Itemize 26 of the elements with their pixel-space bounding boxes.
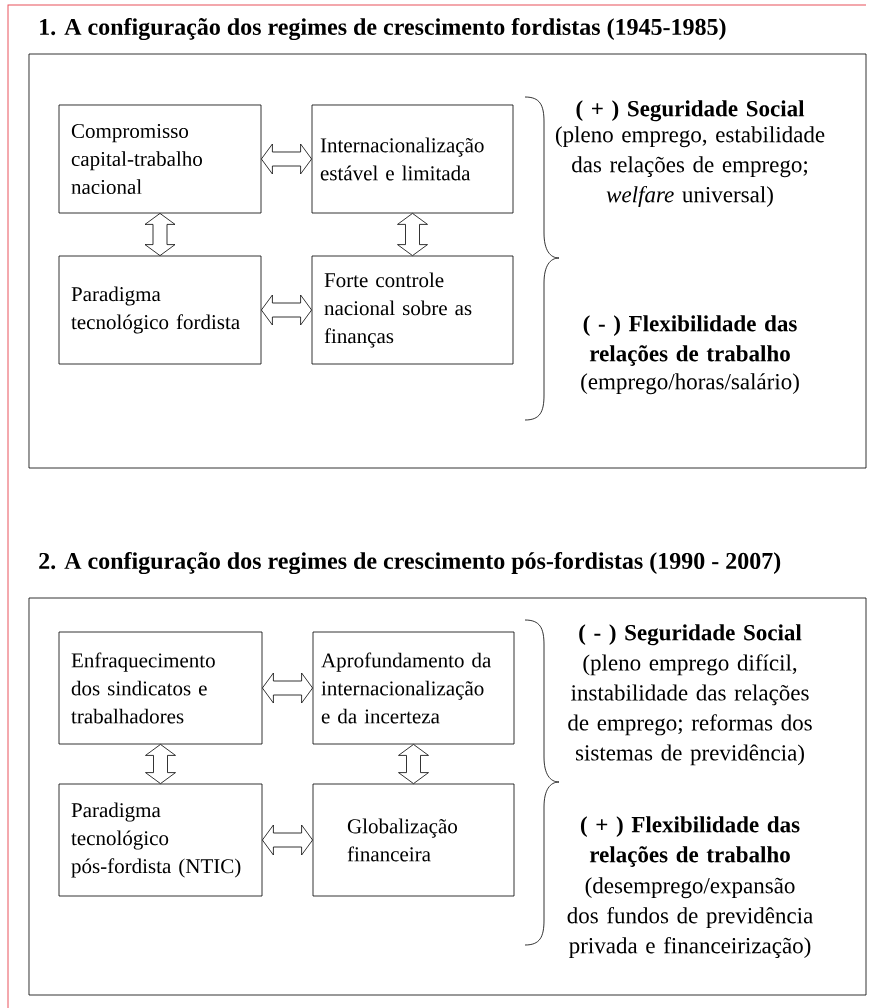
double-arrow — [261, 294, 312, 326]
panel-heading: 2. A configuração dos regimes de crescimento pós-fordistas (1990 - 2007) — [39, 551, 781, 575]
note-text: (emprego/horas/salário) — [581, 373, 799, 395]
text-box: Enfraquecimento dos sindicatos e trabalhadores — [58, 631, 263, 745]
section-heading: ( + ) Flexibilidade das relações de trabalho — [580, 816, 800, 867]
text-box: Forte controle nacional sobre as finanças — [311, 255, 514, 365]
double-arrow — [145, 744, 176, 784]
text-box: Globalização financeira — [312, 783, 515, 897]
text-box: Paradigma tecnológico pós-fordista (NTIC) — [58, 783, 263, 897]
section-heading: ( + ) Seguridade Social — [576, 100, 805, 122]
text-box: Aprofundamento da internacionalização e da incerteza — [312, 631, 515, 745]
double-arrow — [144, 213, 176, 256]
double-arrow — [397, 213, 428, 256]
section-heading: ( - ) Flexibilidade das relações de trabalho — [583, 315, 797, 366]
note-text: (pleno emprego difícil, instabilidade das relações de emprego; reformas dos sistemas de previdência) — [568, 654, 812, 766]
text-box: Internacionalização estável e limitada — [311, 104, 514, 214]
note-text: (pleno emprego, estabilidade das relações de emprego; welfare universal) — [555, 126, 825, 208]
text-box: Paradigma tecnológico fordista — [58, 255, 262, 365]
double-arrow — [262, 824, 313, 856]
text-box: Compromisso capital-trabalho nacional — [58, 104, 262, 214]
section-heading: ( - ) Seguridade Social — [579, 624, 802, 646]
double-arrow — [261, 143, 312, 175]
double-arrow — [262, 672, 313, 704]
panel-heading: 1. A configuração dos regimes de crescimento fordistas (1945-1985) — [40, 17, 726, 41]
double-arrow — [398, 744, 429, 784]
note-text: (desemprego/expansão dos fundos de previdência privada e financeirização) — [567, 877, 813, 959]
